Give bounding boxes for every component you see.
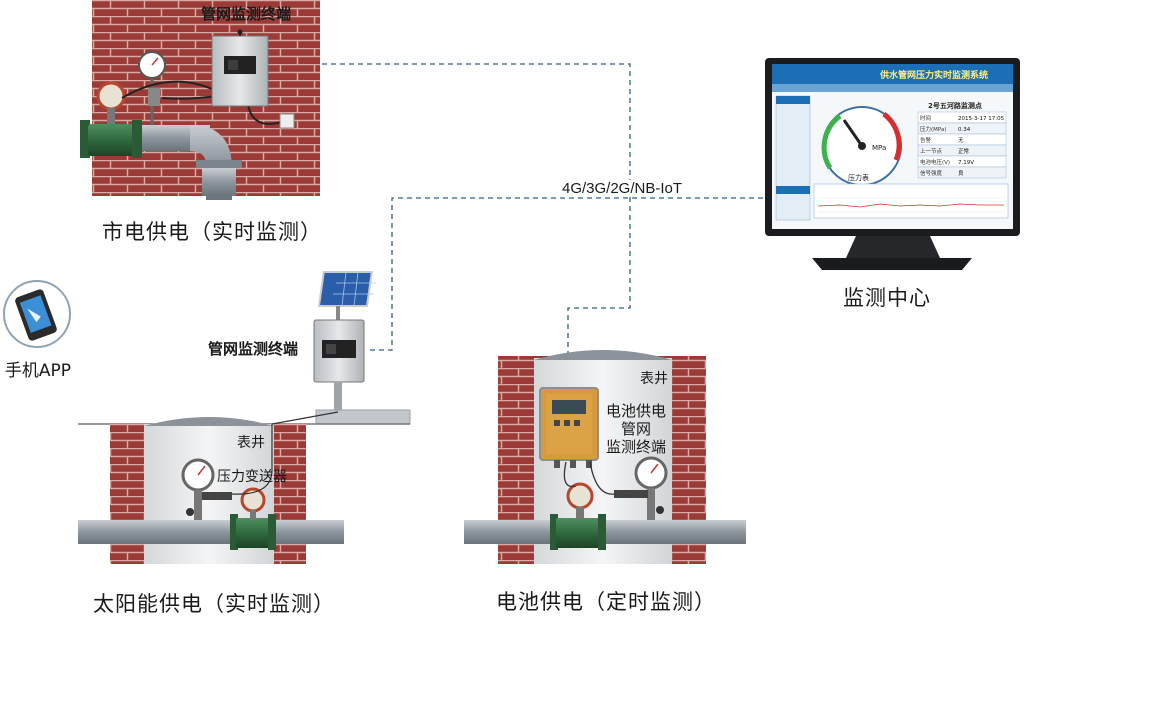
screen-row-value: 7.19V: [958, 160, 974, 166]
screen-row-key: 电池电压(V): [920, 158, 950, 166]
meter-well-left-label: 表井: [237, 435, 265, 451]
solar-terminal-label: 管网监测终端: [207, 340, 299, 358]
screen-row-value: 良: [958, 169, 964, 177]
mobile-app-label: 手机APP: [4, 361, 72, 381]
solar-station: [78, 271, 411, 564]
screen-row-key: 信号强度: [920, 169, 943, 177]
battery-terminal-label-line2: 管网: [620, 420, 652, 438]
top-terminal-label: 管网监测终端: [200, 5, 292, 23]
battery-flowmeter: [556, 518, 600, 548]
top-flowmeter: [88, 124, 134, 156]
screen-row-value: 0.34: [958, 127, 971, 133]
battery-pressure-transmitter: [614, 490, 648, 498]
battery-terminal-label-line3: 监测终端: [605, 438, 667, 456]
battery-caption: 电池供电（定时监测）: [496, 590, 716, 614]
screen-row-key: 上一节点: [920, 147, 943, 155]
screen-title: 供水管网压力实时监测系统: [879, 69, 988, 81]
communication-links: [268, 63, 770, 388]
pressure-transmitter-label: 压力变送器: [217, 469, 287, 485]
screen-row-value: 2015-3-17 17:05: [958, 116, 1005, 122]
mobile-app: [3, 280, 71, 348]
monitor-stand: [846, 236, 940, 258]
solar-panel: [317, 271, 373, 307]
battery-terminal-label: 电池供电 管网 监测终端: [606, 402, 666, 456]
screen-gauge-unit: MPa: [872, 144, 886, 152]
screen-row: [917, 166, 1007, 179]
screen-row-value: 正常: [958, 147, 970, 155]
screen-row-value: 无: [958, 137, 964, 144]
screen-row-key: 告警: [920, 136, 932, 144]
battery-terminal-label-line1: 电池供电: [605, 402, 667, 420]
link-solar-terminal: [370, 197, 770, 351]
solar-caption: 太阳能供电（实时监测）: [93, 592, 335, 616]
meter-well-right-label: 表井: [640, 371, 668, 387]
mains-station: [80, 0, 320, 200]
link-top-terminal: [268, 63, 631, 388]
power-socket: [279, 113, 295, 129]
solar-pipe: [78, 520, 344, 544]
solar-flowmeter: [236, 518, 270, 548]
screen-row-key: 压力(MPa): [920, 125, 946, 133]
mains-caption: 市电供电（实时监测）: [102, 220, 322, 244]
solar-pressure-transmitter: [202, 492, 232, 500]
monitoring-center: 供水管网压力实时监测系统 MPa 压力表 2号五河路监测点 时间 2015-3-1…: [765, 58, 1020, 270]
battery-station: [464, 350, 746, 564]
screen-station: 2号五河路监测点: [928, 101, 982, 110]
screen-row-key: 时间: [920, 114, 931, 122]
top-meter-head: [96, 81, 126, 111]
monitoring-center-caption: 监测中心: [843, 286, 931, 310]
link-protocol-label: 4G/3G/2G/NB-IoT: [558, 180, 686, 197]
screen-gauge-label: 压力表: [848, 173, 869, 182]
screen-trend-chart: [813, 183, 1009, 219]
